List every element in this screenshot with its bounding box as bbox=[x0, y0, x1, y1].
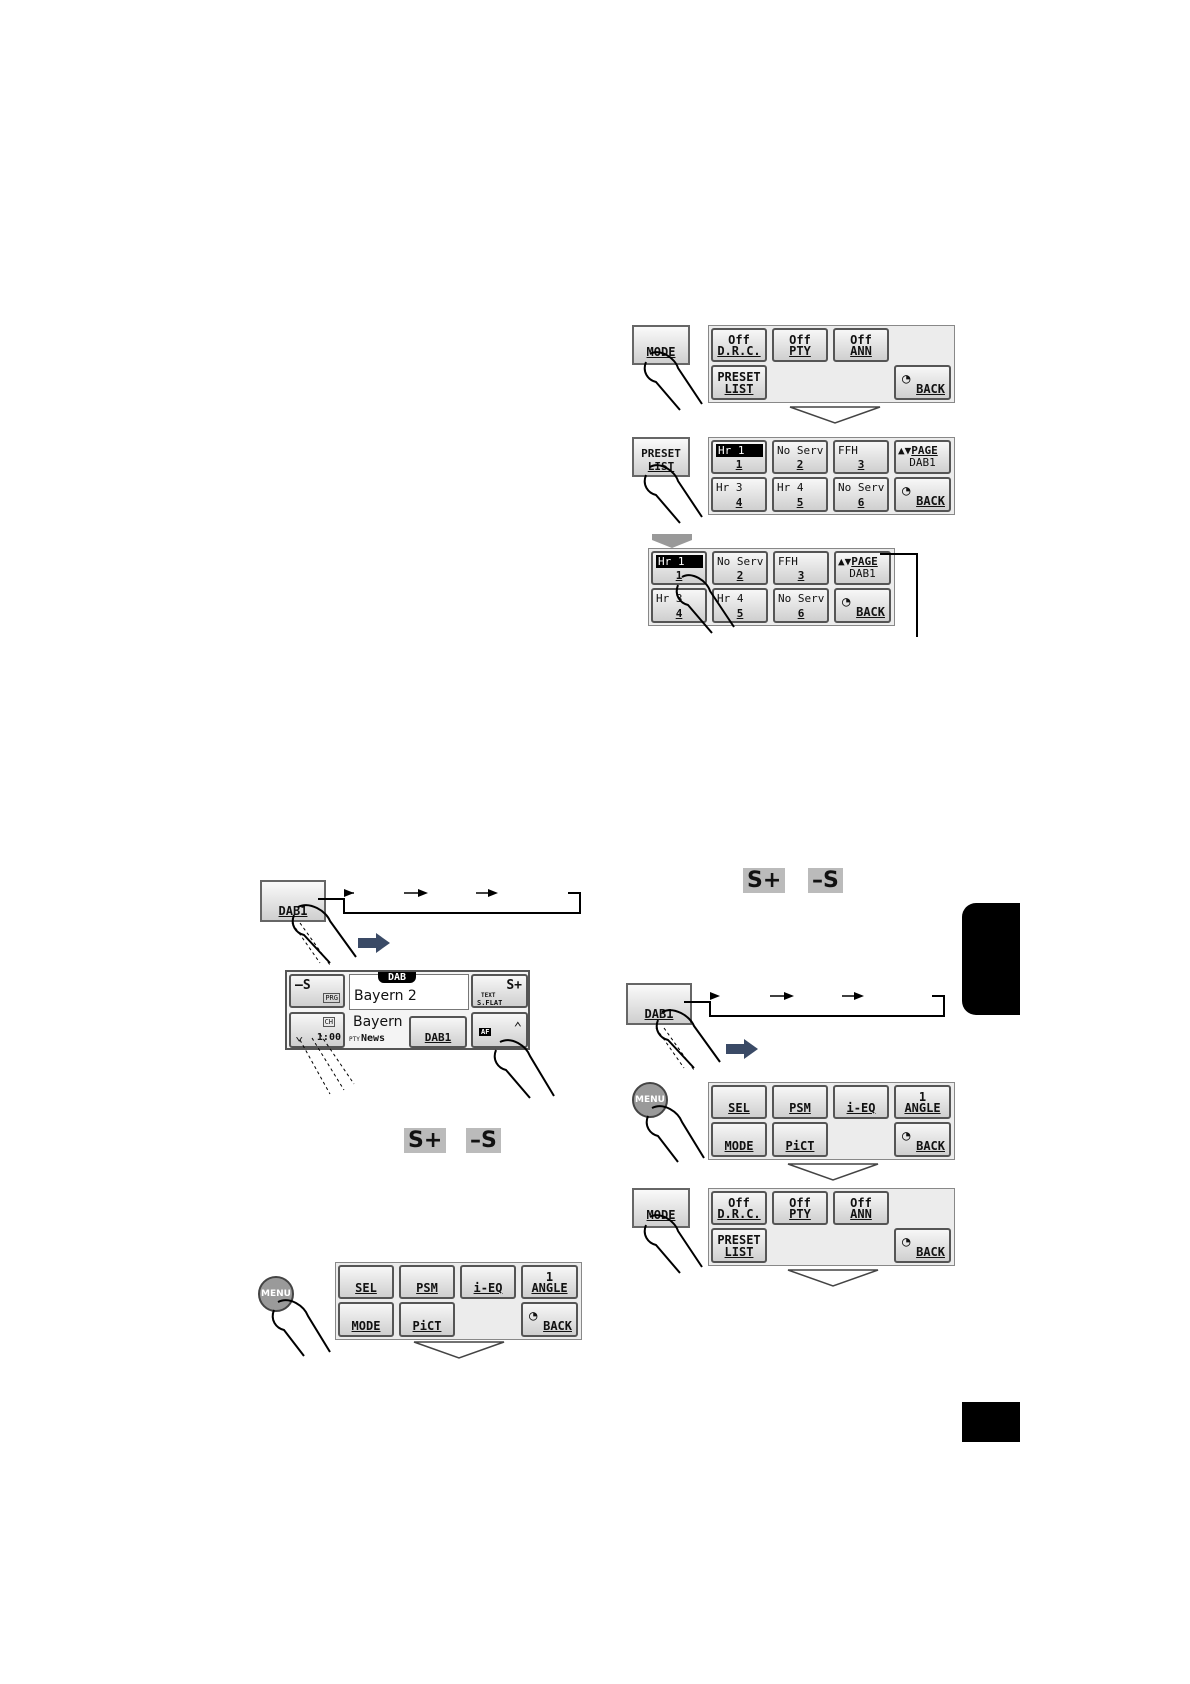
mode-menu-panel-bottom: Off D.R.C. Off PTY Off ANN PRESET LIST ◔… bbox=[708, 1188, 955, 1266]
callout-line bbox=[880, 553, 918, 637]
preset-button-1[interactable]: Hr 1 1 bbox=[711, 440, 767, 474]
ensemble-area: Bayern PTY News DAB1 bbox=[349, 1012, 467, 1048]
minus-s-symbol: –S bbox=[808, 868, 843, 893]
sel-button[interactable]: SEL bbox=[711, 1085, 767, 1119]
preset-button-5[interactable]: Hr 4 5 bbox=[712, 588, 768, 623]
psm-button[interactable]: PSM bbox=[772, 1085, 828, 1119]
down-arrow-icon bbox=[789, 406, 881, 424]
preset-button-4[interactable]: Hr 3 4 bbox=[711, 477, 767, 512]
main-menu-panel-left: SEL PSM i-EQ 1 ANGLE MODE PiCT ◔ BACK bbox=[335, 1262, 582, 1340]
back-button[interactable]: ◔ BACK bbox=[894, 477, 951, 512]
finger-icon bbox=[655, 1009, 721, 1071]
page-up-down-icon: ▲▼ bbox=[838, 555, 852, 568]
page-number-box bbox=[962, 1402, 1020, 1442]
preset-list-button[interactable]: PRESET LIST bbox=[711, 365, 767, 400]
service-name-area: DAB Bayern 2 bbox=[349, 972, 469, 1010]
chevron-down-icon: ⌄ bbox=[295, 1028, 304, 1044]
back-button[interactable]: ◔ BACK bbox=[894, 1228, 951, 1263]
pty-button[interactable]: Off PTY bbox=[772, 328, 828, 362]
preset-button-6[interactable]: No Serv 6 bbox=[773, 588, 829, 623]
clock-icon: ◔ bbox=[529, 1308, 538, 1324]
main-menu-panel-right: SEL PSM i-EQ 1 ANGLE MODE PiCT ◔ BACK bbox=[708, 1082, 955, 1160]
pict-button[interactable]: PiCT bbox=[772, 1122, 828, 1157]
menu-hardware-button[interactable]: MENU bbox=[258, 1276, 294, 1312]
back-button[interactable]: ◔ BACK bbox=[521, 1302, 578, 1337]
preset-list-button[interactable]: PRESET LIST bbox=[711, 1228, 767, 1263]
section-tab bbox=[962, 903, 1020, 1015]
finger-icon bbox=[643, 351, 703, 411]
seek-up-button[interactable]: AF ⌃ bbox=[471, 1012, 528, 1048]
ann-button[interactable]: Off ANN bbox=[833, 328, 889, 362]
band-cycle-bracket bbox=[318, 889, 581, 914]
ann-button[interactable]: Off ANN bbox=[833, 1191, 889, 1225]
drc-button[interactable]: Off D.R.C. bbox=[711, 1191, 767, 1225]
psm-button[interactable]: PSM bbox=[399, 1265, 455, 1299]
preset-list-panel-2: Hr 1 1 No Serv 2 FFH 3 ▲▼PAGE DAB1 Hr 3 … bbox=[648, 548, 895, 626]
finger-icon bbox=[493, 1039, 555, 1099]
down-arrow-icon bbox=[787, 1269, 879, 1287]
clock-icon: ◔ bbox=[902, 1128, 911, 1144]
s-plus-symbol: S+ bbox=[743, 868, 786, 893]
menu-hardware-button[interactable]: MENU bbox=[632, 1082, 668, 1118]
mode-menu-panel: Off D.R.C. Off PTY Off ANN PRESET LIST ◔… bbox=[708, 325, 955, 403]
dab-display-screen: –S PRG DAB Bayern 2 S+ TEXT S.FLAT ⌄ CH … bbox=[285, 970, 530, 1050]
back-button[interactable]: ◔ BACK bbox=[834, 588, 891, 623]
back-button[interactable]: ◔ BACK bbox=[894, 365, 951, 400]
preset-button-2[interactable]: No Serv 2 bbox=[712, 551, 768, 585]
finger-icon bbox=[643, 1214, 703, 1274]
finger-icon bbox=[675, 574, 735, 634]
clock-icon: ◔ bbox=[902, 1234, 911, 1250]
preset-list-panel-1: Hr 1 1 No Serv 2 FFH 3 ▲▼PAGE DAB1 Hr 3 … bbox=[708, 437, 955, 515]
band-cycle-bracket bbox=[684, 992, 945, 1017]
right-arrow-icon bbox=[726, 1039, 758, 1059]
minus-s-button[interactable]: –S PRG bbox=[289, 974, 345, 1008]
preset-button-3[interactable]: FFH 3 bbox=[773, 551, 829, 585]
clock-icon: ◔ bbox=[842, 594, 851, 610]
band-display-button[interactable]: DAB1 bbox=[409, 1016, 467, 1048]
finger-icon bbox=[299, 1033, 355, 1095]
down-arrow-icon bbox=[787, 1163, 879, 1181]
preset-button-2[interactable]: No Serv 2 bbox=[772, 440, 828, 474]
chevron-up-icon: ⌃ bbox=[513, 1020, 522, 1036]
mode-button[interactable]: MODE bbox=[711, 1122, 767, 1157]
clock-icon: ◔ bbox=[902, 371, 911, 387]
angle-button[interactable]: 1 ANGLE bbox=[894, 1085, 951, 1119]
pict-button[interactable]: PiCT bbox=[399, 1302, 455, 1337]
page-button[interactable]: ▲▼PAGE DAB1 bbox=[894, 440, 951, 474]
preset-button-6[interactable]: No Serv 6 bbox=[833, 477, 889, 512]
finger-icon bbox=[271, 1299, 331, 1357]
mode-button[interactable]: MODE bbox=[338, 1302, 394, 1337]
selection-indicator-icon bbox=[652, 534, 692, 548]
right-arrow-icon bbox=[358, 933, 390, 953]
preset-button-5[interactable]: Hr 4 5 bbox=[772, 477, 828, 512]
page-up-down-icon: ▲▼ bbox=[898, 444, 912, 457]
minus-s-symbol: –S bbox=[466, 1128, 501, 1153]
finger-icon bbox=[291, 904, 357, 966]
preset-button-3[interactable]: FFH 3 bbox=[833, 440, 889, 474]
down-arrow-icon bbox=[413, 1341, 505, 1359]
s-plus-button[interactable]: S+ TEXT S.FLAT bbox=[471, 974, 528, 1008]
preset-button-1[interactable]: Hr 1 1 bbox=[651, 551, 707, 585]
seek-down-button[interactable]: ⌄ CH 1:00 bbox=[289, 1012, 345, 1048]
pty-button[interactable]: Off PTY bbox=[772, 1191, 828, 1225]
finger-icon bbox=[645, 1105, 705, 1163]
clock-icon: ◔ bbox=[902, 483, 911, 499]
finger-icon bbox=[643, 464, 703, 524]
back-button[interactable]: ◔ BACK bbox=[894, 1122, 951, 1157]
page-button[interactable]: ▲▼PAGE DAB1 bbox=[834, 551, 891, 585]
angle-button[interactable]: 1 ANGLE bbox=[521, 1265, 578, 1299]
s-plus-symbol: S+ bbox=[404, 1128, 447, 1153]
ieq-button[interactable]: i-EQ bbox=[833, 1085, 889, 1119]
sel-button[interactable]: SEL bbox=[338, 1265, 394, 1299]
drc-button[interactable]: Off D.R.C. bbox=[711, 328, 767, 362]
ieq-button[interactable]: i-EQ bbox=[460, 1265, 516, 1299]
